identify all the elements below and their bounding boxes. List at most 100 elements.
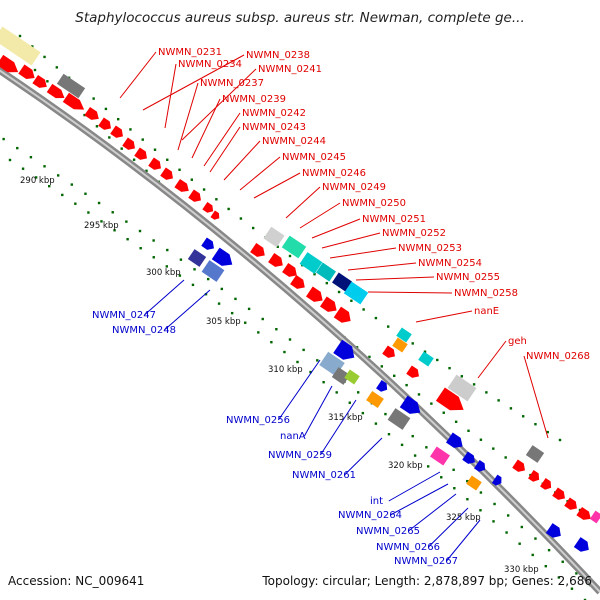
track-dot [152,239,155,242]
track-dot [178,168,181,171]
track-dot [95,125,99,128]
gene-arrow [320,296,337,312]
gene-arrow [512,459,525,472]
track-dot [296,360,299,364]
gene-block [396,327,412,343]
track-dot [561,560,564,563]
track-dot [206,277,210,281]
leader-line [203,112,241,167]
gene-arrow [435,387,464,411]
track-dot [361,411,365,415]
track-dot [322,380,325,384]
gene-arrow [491,474,502,486]
track-dot [411,434,414,438]
leader-line [321,232,381,249]
track-dot [153,148,157,151]
scale-label: 315 kbp [328,413,363,423]
track-dot [452,468,455,472]
track-dot [288,254,292,258]
leader-line [164,289,211,331]
reverse-gene-label: NWMN_0256 [226,415,290,426]
gene-arrow [545,523,561,538]
track-dot [204,293,208,296]
leader-line [164,63,177,129]
track-dot [165,265,169,268]
track-dot [534,422,537,426]
track-dot [335,391,338,394]
track-dot [70,183,74,186]
track-dot [325,281,329,285]
forward-gene-label: NWMN_0243 [242,122,306,133]
track-dot [125,220,128,223]
track-dot [557,576,561,579]
forward-gene-label: NWMN_0258 [454,288,518,299]
track-dot [453,487,456,490]
track-dot [492,447,495,450]
gene-arrow [540,478,552,490]
gene-arrow [382,345,395,358]
track-dot [440,476,443,479]
track-dot [583,598,587,600]
track-dot [97,201,101,205]
track-dot [386,325,390,328]
track-dot [442,411,445,414]
track-dot [368,355,371,359]
leader-line [415,310,473,323]
track-dot [234,297,237,301]
track-dot [275,328,278,331]
forward-gene-label: NWMN_0245 [282,152,346,163]
gene-arrow [528,470,540,482]
gene-arrow [98,117,111,130]
track-dot [152,256,155,259]
track-dot [129,128,132,131]
gene-block [447,374,477,402]
gene-arrow [110,125,123,138]
track-dot [120,147,123,150]
track-dot [521,415,525,418]
track-dot [100,220,103,223]
track-dot [257,331,260,334]
track-dot [46,80,49,83]
track-dot [302,348,305,352]
track-dot [546,430,549,434]
track-dot [111,211,114,214]
track-dot [220,287,224,291]
track-dot [374,422,378,425]
track-dot [87,211,90,214]
scale-label: 300 kbp [146,268,181,278]
gene-arrow [211,247,233,266]
track-dot [126,238,129,241]
leader-line [523,355,549,439]
track-dot [166,158,169,161]
track-dot [362,308,365,311]
leader-line [144,279,185,316]
reverse-gene-label: NWMN_0259 [268,450,332,461]
gene-arrow [174,178,189,192]
leader-line [209,126,241,173]
gene-arrow [32,74,47,88]
track-dot [558,438,562,442]
track-dot [497,399,500,402]
gene-arrow [333,339,355,360]
gene-arrow [148,157,161,170]
forward-gene-label: NWMN_0249 [322,182,386,193]
leader-line [285,186,321,219]
reverse-gene-label: int [370,496,383,507]
forward-gene-label: nanE [474,306,499,317]
track-dot [380,365,384,368]
forward-gene-label: NWMN_0242 [242,108,306,119]
genome-summary-text: Topology: circular; Length: 2,878,897 bp… [262,574,592,588]
track-dot [239,217,243,220]
track-dot [505,531,508,534]
forward-gene-label: NWMN_0246 [302,168,366,179]
track-dot [84,192,87,195]
track-dot [244,321,247,324]
gene-arrow [552,487,565,500]
track-dot [466,498,469,501]
map-title: Staphylococcus aureus subsp. aureus str.… [75,10,525,26]
gene-block [0,26,41,66]
forward-gene-label: NWMN_0238 [246,50,310,61]
track-dot [16,146,19,150]
